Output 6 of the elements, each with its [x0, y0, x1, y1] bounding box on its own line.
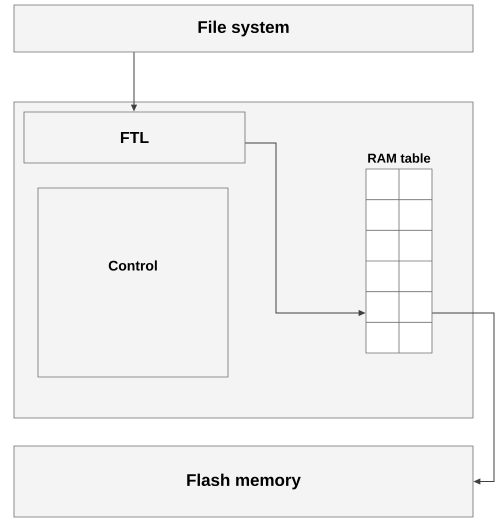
table-heading: RAM table	[368, 153, 430, 163]
layer-box: FTL	[24, 112, 246, 164]
arrow	[432, 312, 494, 485]
layer-box: Flash memory	[14, 446, 474, 518]
module-box: Control	[38, 188, 228, 378]
layer-box: File system	[14, 4, 474, 52]
